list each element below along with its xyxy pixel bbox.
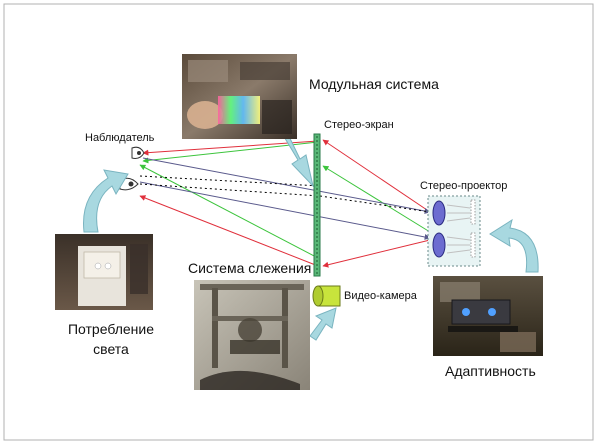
label-stereo-projector: Стерео-проектор: [420, 180, 507, 192]
ray-dotted-2: [139, 183, 321, 197]
ray-blue-2: [139, 181, 431, 240]
photo-adaptivity: [433, 276, 543, 356]
arrow-adaptivity-to-projector: [489, 218, 539, 273]
photo-modular-system: [182, 54, 297, 139]
light-rays: [139, 139, 431, 268]
eye-icon: [119, 177, 139, 191]
ray-green-1: [322, 165, 431, 233]
ray-green-3: [139, 164, 319, 259]
photo-tracking-system: [194, 280, 310, 390]
outer-frame: [3, 3, 594, 441]
ray-red-4: [139, 195, 319, 267]
ray-dotted-1: [139, 175, 321, 187]
arrow-consumption-to-observer: [83, 169, 129, 233]
label-tracking-system: Система слежения: [188, 260, 311, 276]
ray-dotted-3: [319, 195, 431, 213]
label-video-camera: Видео-камера: [344, 290, 418, 302]
lens-icon: [432, 200, 446, 226]
label-observer: Наблюдатель: [85, 132, 155, 144]
stereo-projector: [427, 195, 481, 267]
label-consumption-line2: света: [93, 341, 129, 357]
photo-light-consumption: [55, 234, 153, 310]
label-consumption-line1: Потребление: [68, 321, 154, 337]
arrow-tracking-to-camera: [309, 307, 337, 341]
camera-icon: [312, 285, 341, 307]
lens-icon: [432, 232, 446, 258]
label-modular-system: Модульная система: [309, 76, 439, 92]
label-stereo-screen: Стерео-экран: [324, 119, 394, 131]
ray-blue-1: [142, 157, 431, 214]
ray-red-3: [322, 239, 431, 268]
eye-icon: [131, 146, 145, 159]
ray-red-1: [322, 139, 431, 213]
label-adaptivity: Адаптивность: [445, 363, 536, 379]
